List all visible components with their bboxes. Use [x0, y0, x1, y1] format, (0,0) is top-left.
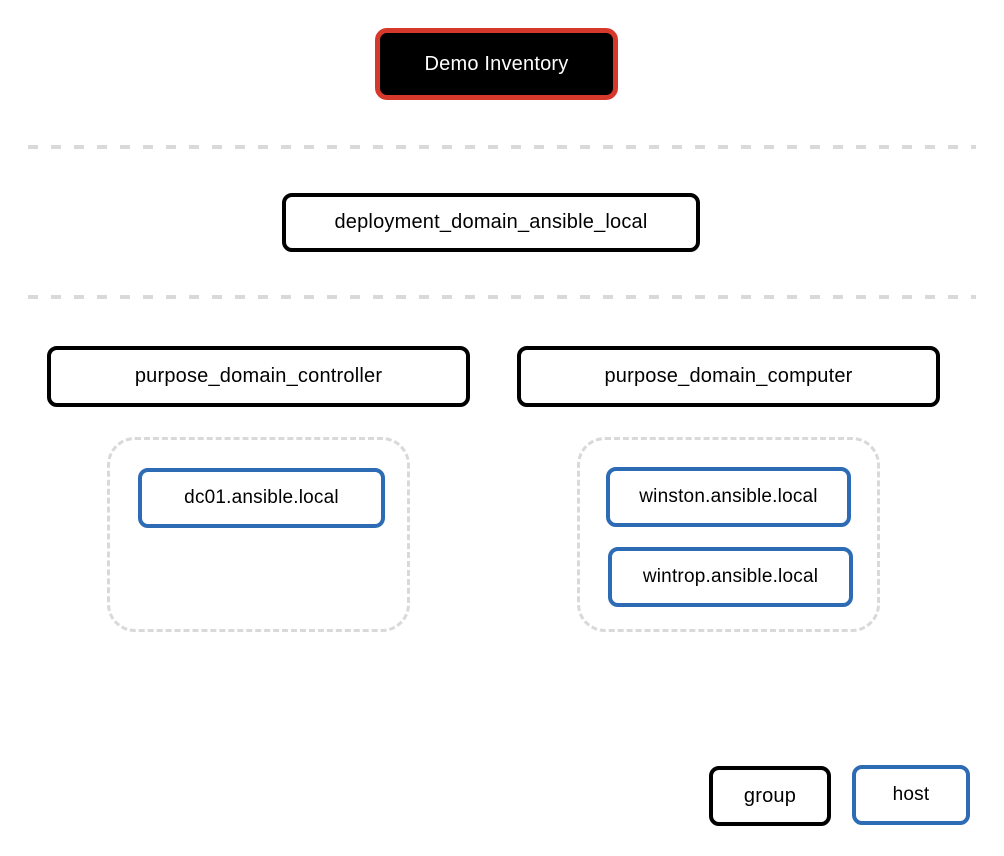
legend-group-swatch: group: [709, 766, 831, 826]
inventory-root-node: Demo Inventory: [375, 28, 618, 100]
inventory-root-label: Demo Inventory: [424, 52, 569, 75]
legend-group-label: group: [743, 784, 797, 807]
legend-host-label: host: [892, 784, 930, 805]
group-node-purpose-controller: purpose_domain_controller: [47, 346, 470, 407]
host-cluster-controller: dc01.ansible.local: [107, 437, 410, 632]
group-node-deployment-domain-label: deployment_domain_ansible_local: [334, 211, 648, 233]
tier-divider-bottom: [28, 295, 976, 299]
host-node-dc01-label: dc01.ansible.local: [184, 487, 339, 508]
host-node-dc01: dc01.ansible.local: [138, 468, 385, 528]
host-cluster-computer: winston.ansible.local wintrop.ansible.lo…: [577, 437, 880, 632]
tier-divider-top: [28, 145, 976, 149]
legend-host-swatch: host: [852, 765, 970, 825]
group-node-purpose-controller-label: purpose_domain_controller: [134, 365, 383, 387]
host-node-winston-label: winston.ansible.local: [639, 486, 818, 507]
host-node-wintrop: wintrop.ansible.local: [608, 547, 853, 607]
group-node-purpose-computer-label: purpose_domain_computer: [604, 365, 853, 387]
group-node-purpose-computer: purpose_domain_computer: [517, 346, 940, 407]
group-node-deployment-domain: deployment_domain_ansible_local: [282, 193, 700, 252]
host-node-wintrop-label: wintrop.ansible.local: [642, 566, 819, 587]
host-node-winston: winston.ansible.local: [606, 467, 851, 527]
